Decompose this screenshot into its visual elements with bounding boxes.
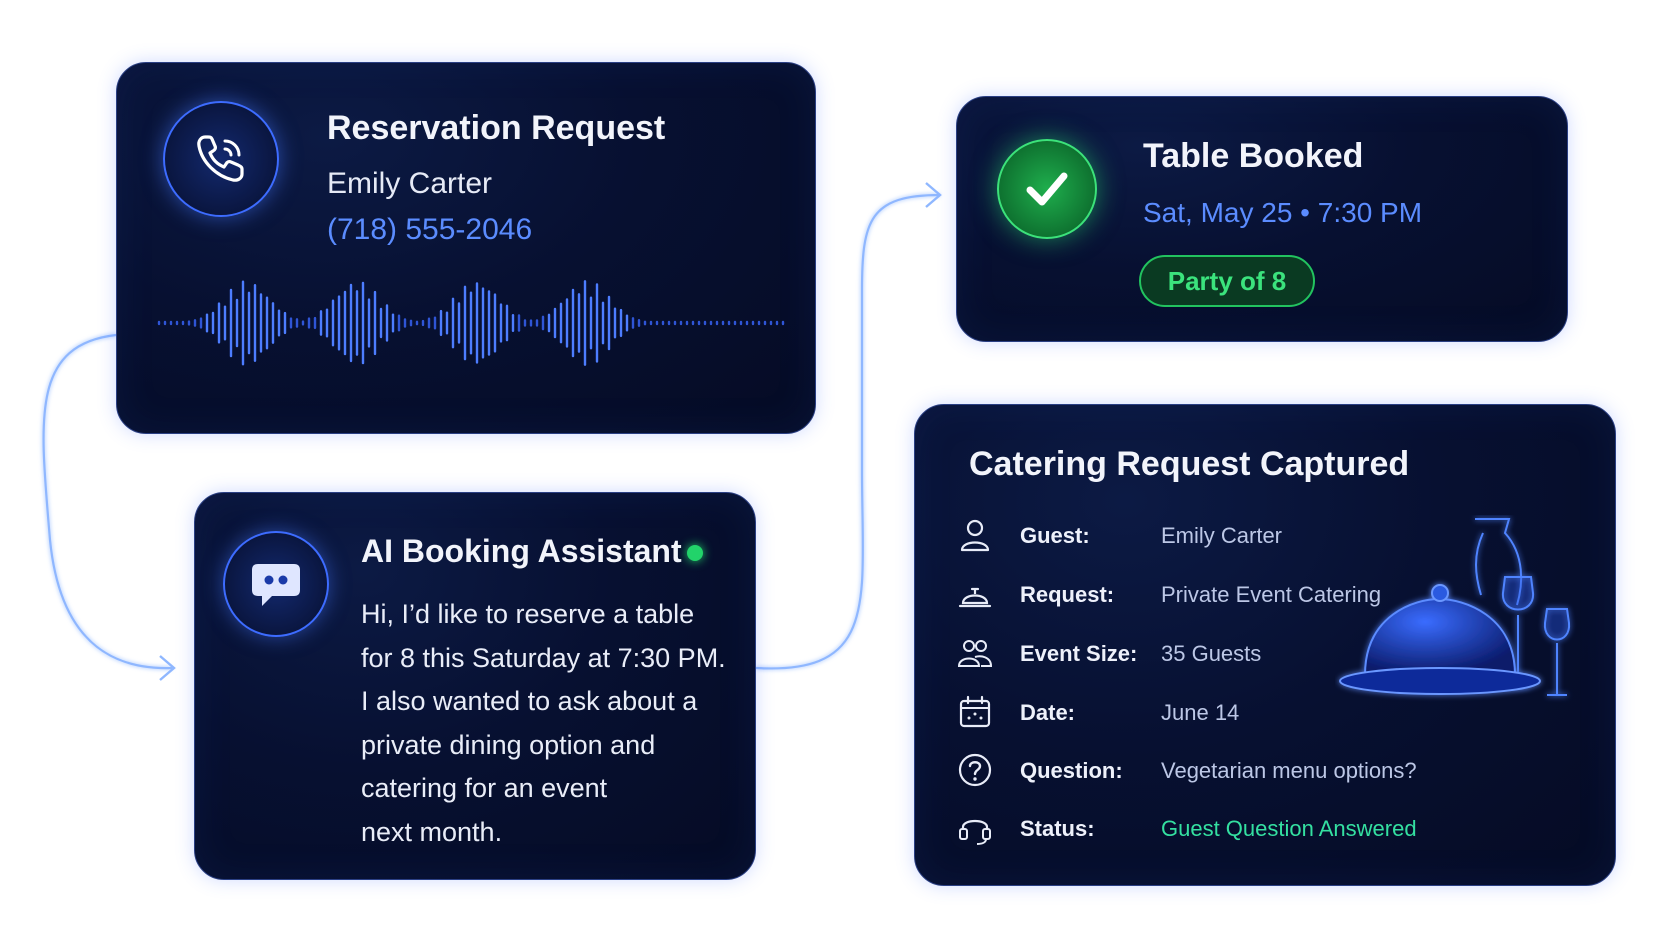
assistant-title: AI Booking Assistant xyxy=(361,533,682,569)
detail-row-date: Date: June 14 xyxy=(915,694,1615,734)
ai-booking-assistant-card: AI Booking Assistant Hi, I’d like to res… xyxy=(194,492,756,880)
assistant-message: Hi, I’d like to reserve a table for 8 th… xyxy=(361,593,726,854)
table-booked-card: Table Booked Sat, May 25 • 7:30 PM Party… xyxy=(956,96,1568,342)
checkmark-icon xyxy=(1026,172,1068,206)
online-status-dot xyxy=(687,545,703,561)
catering-title: Catering Request Captured xyxy=(969,445,1410,483)
phone-icon xyxy=(197,135,244,182)
message-line: catering for an event xyxy=(361,773,608,803)
booking-datetime: Sat, May 25 • 7:30 PM xyxy=(1143,197,1423,228)
chat-bubble-icon xyxy=(252,564,300,606)
status-value: Guest Question Answered xyxy=(1161,816,1417,841)
calendar-icon xyxy=(959,695,991,728)
voice-waveform xyxy=(157,280,785,366)
person-icon xyxy=(960,519,990,552)
reservation-title: Reservation Request xyxy=(327,109,666,147)
phone-icon-badge xyxy=(163,101,279,217)
detail-value: Emily Carter xyxy=(1161,523,1283,548)
service-bell-icon xyxy=(958,587,992,608)
detail-row-question: Question: Vegetarian menu options? xyxy=(915,752,1615,792)
message-line: next month. xyxy=(361,816,503,847)
message-line: private dining option and xyxy=(361,729,656,760)
detail-value: Vegetarian menu options? xyxy=(1161,758,1417,783)
headset-icon xyxy=(959,819,991,845)
detail-row-event-size: Event Size: 35 Guests xyxy=(915,635,1615,675)
detail-value: June 14 xyxy=(1161,700,1240,725)
booked-title: Table Booked xyxy=(1143,137,1364,175)
detail-label: Status: xyxy=(1020,816,1095,841)
detail-row-guest: Guest: Emily Carter xyxy=(915,517,1615,557)
message-line: for 8 this Saturday at 7:30 PM. xyxy=(361,642,726,673)
arrow-head-assistant xyxy=(159,655,176,681)
detail-label: Event Size: xyxy=(1020,641,1138,666)
chat-icon-badge xyxy=(223,531,329,637)
message-line: Hi, I’d like to reserve a table xyxy=(361,599,695,629)
catering-request-card: Catering Request Captured Guest: Emily C… xyxy=(914,404,1616,886)
detail-value: Private Event Catering xyxy=(1161,582,1382,607)
arrow-head-booked xyxy=(925,182,942,208)
dining-illustration xyxy=(1339,518,1571,696)
caller-name: Emily Carter xyxy=(327,167,493,200)
detail-label: Guest: xyxy=(1020,523,1090,548)
detail-row-status: Status: Guest Question Answered xyxy=(915,810,1615,850)
detail-label: Question: xyxy=(1020,758,1123,783)
detail-label: Date: xyxy=(1020,700,1076,725)
group-icon xyxy=(957,640,993,667)
caller-phone: (718) 555-2046 xyxy=(327,213,533,246)
detail-row-request: Request: Private Event Catering xyxy=(915,576,1615,616)
question-icon xyxy=(958,753,992,787)
party-size-badge: Party of 8 xyxy=(1139,255,1315,307)
detail-value: 35 Guests xyxy=(1161,641,1262,666)
check-icon-badge xyxy=(997,139,1097,239)
reservation-request-card: Reservation Request Emily Carter (718) 5… xyxy=(116,62,816,434)
message-line: I also wanted to ask about a xyxy=(361,686,698,716)
detail-label: Request: xyxy=(1020,582,1115,607)
